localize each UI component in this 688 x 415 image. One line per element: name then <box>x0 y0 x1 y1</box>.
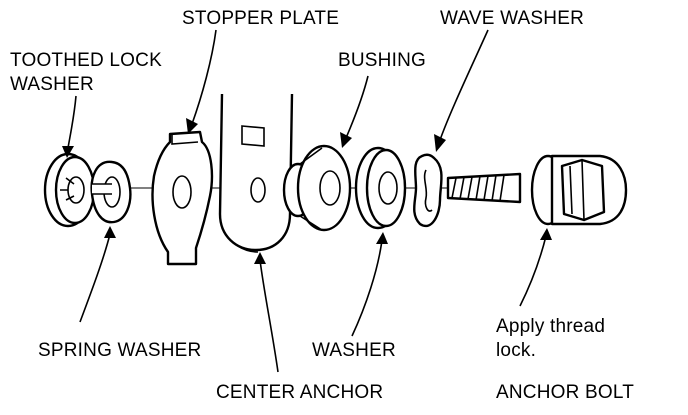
leader-bushing <box>340 75 369 148</box>
label-bushing: BUSHING <box>338 50 426 71</box>
anchor-bolt <box>446 154 628 226</box>
leader-spring-washer <box>79 226 116 323</box>
bushing <box>282 144 352 232</box>
wave-washer <box>413 153 443 228</box>
leader-stopper-plate <box>186 29 217 134</box>
label-stopper-plate: STOPPER PLATE <box>182 8 339 29</box>
center-anchor <box>218 93 294 253</box>
label-apply-thread-line1: Apply thread <box>496 316 605 337</box>
label-anchor-bolt: ANCHOR BOLT <box>496 382 634 403</box>
washer <box>354 146 407 230</box>
label-washer: WASHER <box>312 340 396 361</box>
stopper-plate <box>151 130 214 266</box>
spring-washer <box>90 160 132 224</box>
leader-washer <box>351 232 388 337</box>
label-toothed-lock-washer-line2: WASHER <box>10 74 94 95</box>
label-center-anchor: CENTER ANCHOR <box>216 382 383 403</box>
leader-center-anchor <box>254 252 279 373</box>
leader-anchor-bolt <box>519 228 552 307</box>
leader-wave-washer <box>434 29 489 152</box>
leader-toothed-lock-washer <box>62 95 77 158</box>
label-wave-washer: WAVE WASHER <box>440 8 584 29</box>
label-apply-thread-line2: lock. <box>496 340 536 361</box>
toothed-lock-washer <box>43 152 96 228</box>
label-toothed-lock-washer-line1: TOOTHED LOCK <box>10 50 162 71</box>
label-spring-washer: SPRING WASHER <box>38 340 201 361</box>
